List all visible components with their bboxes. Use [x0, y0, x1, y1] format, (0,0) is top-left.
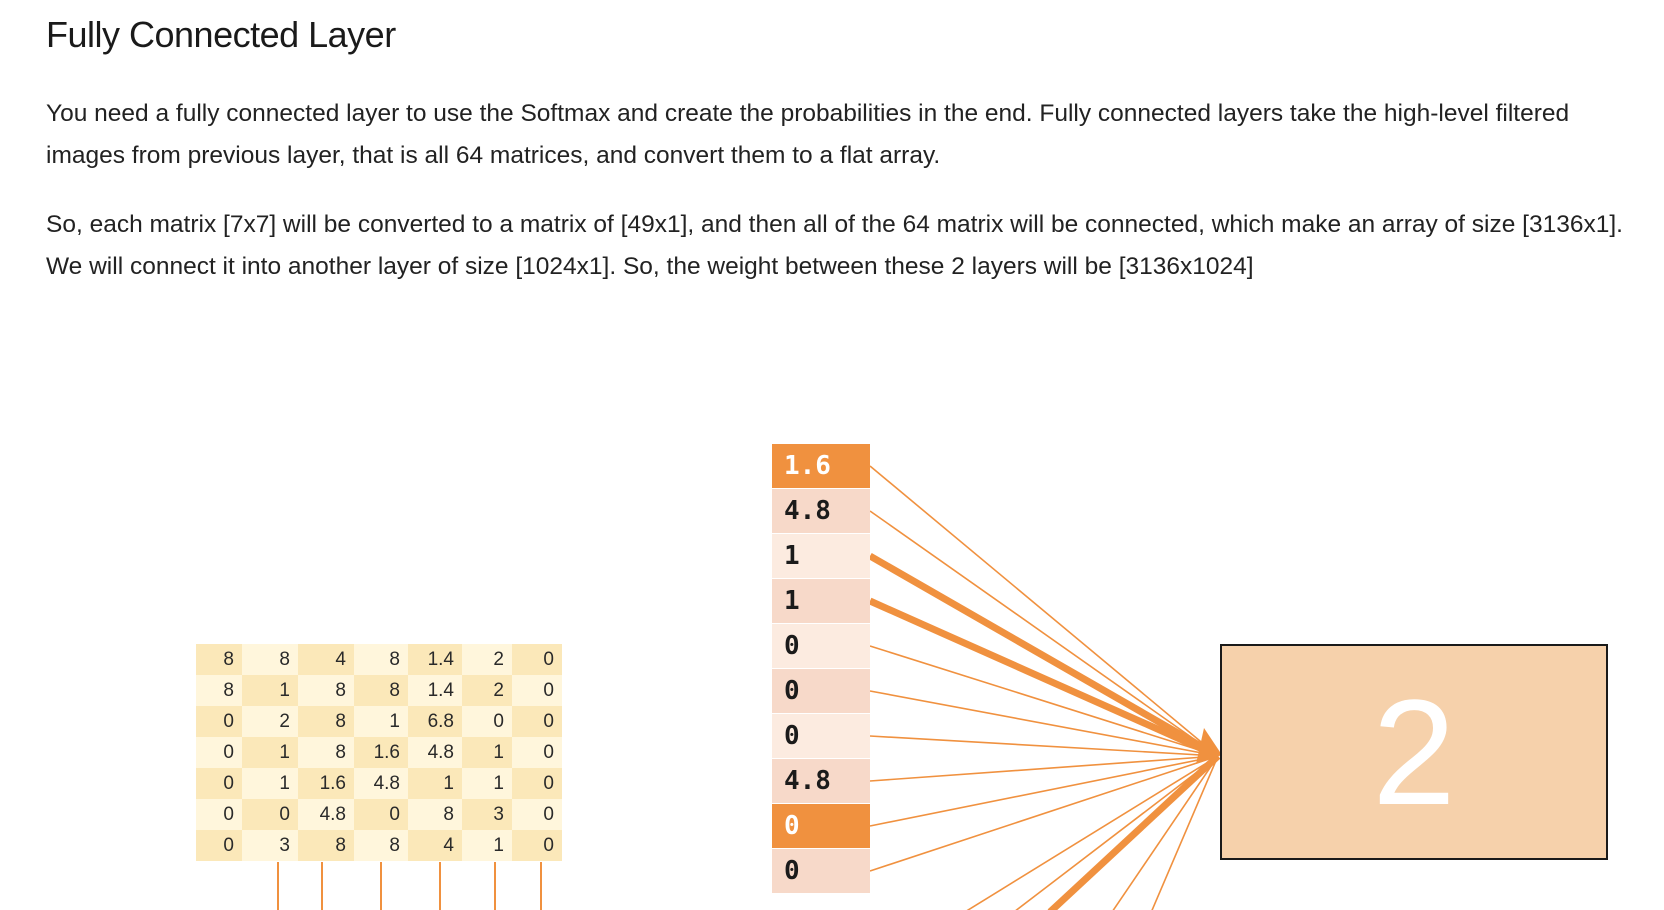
matrix-cell: 8 [354, 675, 408, 706]
matrix-cell: 4 [408, 830, 462, 861]
matrix-cell: 3 [462, 799, 512, 830]
connection-line [869, 735, 1219, 757]
matrix-cell: 8 [354, 644, 408, 675]
matrix-cell: 0 [196, 706, 242, 737]
connection-line [869, 690, 1219, 757]
matrix-cell: 3 [242, 830, 298, 861]
matrix-cell: 1 [354, 706, 408, 737]
matrix-cell: 1.6 [298, 768, 354, 799]
matrix-cell: 2 [462, 675, 512, 706]
vector-cell: 0 [772, 714, 870, 759]
paragraph-dimensions: So, each matrix [7x7] will be converted … [46, 211, 1623, 280]
matrix-cell: 4.8 [298, 799, 354, 830]
matrix-cell: 1 [462, 830, 512, 861]
matrix-cell: 0 [196, 799, 242, 830]
output-digit: 2 [1372, 668, 1456, 836]
matrix-cell: 8 [298, 830, 354, 861]
matrix-cell: 1.4 [408, 675, 462, 706]
vector-cell: 4.8 [772, 759, 870, 804]
vector-cell: 0 [772, 624, 870, 669]
matrix-cell: 8 [196, 675, 242, 706]
matrix-cell: 0 [512, 830, 562, 861]
matrix-cell: 1 [242, 737, 298, 768]
matrix-cell: 1.4 [408, 644, 462, 675]
output-node: 2 [1220, 644, 1608, 860]
matrix-cell: 0 [242, 799, 298, 830]
vector-cell: 1.6 [772, 444, 870, 489]
matrix-cell: 0 [196, 830, 242, 861]
matrix-cell: 8 [242, 644, 298, 675]
page-title: Fully Connected Layer [46, 14, 396, 55]
arrow-head-icon [1196, 728, 1222, 764]
matrix-cell: 0 [196, 768, 242, 799]
matrix-cell: 1 [242, 675, 298, 706]
vector-cell: 0 [772, 849, 870, 894]
matrix-cell: 1 [242, 768, 298, 799]
matrix-cell: 8 [354, 830, 408, 861]
vector-cell: 1 [772, 534, 870, 579]
connection-line [1112, 755, 1219, 910]
matrix-cell: 2 [462, 644, 512, 675]
connection-line [869, 510, 1219, 757]
matrix-cell: 4.8 [354, 768, 408, 799]
connection-line [868, 552, 1220, 760]
connection-line [1047, 753, 1221, 910]
connection-line [869, 755, 1219, 827]
vector-cell: 0 [772, 669, 870, 714]
matrix-cell: 1 [408, 768, 462, 799]
matrix-cell: 0 [512, 799, 562, 830]
connection-line [966, 755, 1219, 910]
matrix-cell: 8 [298, 706, 354, 737]
matrix-cell: 8 [196, 644, 242, 675]
connection-line [868, 597, 1220, 760]
matrix-cell: 0 [196, 737, 242, 768]
matrix-cell: 1 [462, 768, 512, 799]
matrix-cell: 8 [298, 737, 354, 768]
matrix-cell: 0 [512, 768, 562, 799]
connection-line [1151, 755, 1219, 910]
matrix-cell: 2 [242, 706, 298, 737]
connection-line [869, 465, 1219, 757]
connection-line [1015, 755, 1219, 910]
paragraph-intro: You need a fully connected layer to use … [46, 100, 1570, 169]
vector-cell: 4.8 [772, 489, 870, 534]
connection-line [869, 755, 1219, 872]
matrix-cell: 4 [298, 644, 354, 675]
matrix-cell: 0 [512, 737, 562, 768]
matrix-cell: 6.8 [408, 706, 462, 737]
vector-cell: 0 [772, 804, 870, 849]
matrix-cell: 1.6 [354, 737, 408, 768]
connection-line [869, 645, 1219, 757]
matrix-cell: 1 [462, 737, 512, 768]
vector-cell: 1 [772, 579, 870, 624]
matrix-cell: 0 [512, 675, 562, 706]
matrix-cell: 0 [512, 706, 562, 737]
matrix-cell: 8 [408, 799, 462, 830]
matrix-cell: 0 [354, 799, 408, 830]
matrix-cell: 4.8 [408, 737, 462, 768]
matrix-cell: 8 [298, 675, 354, 706]
matrix-cell: 0 [462, 706, 512, 737]
matrix-cell: 0 [512, 644, 562, 675]
connection-line [869, 755, 1219, 782]
